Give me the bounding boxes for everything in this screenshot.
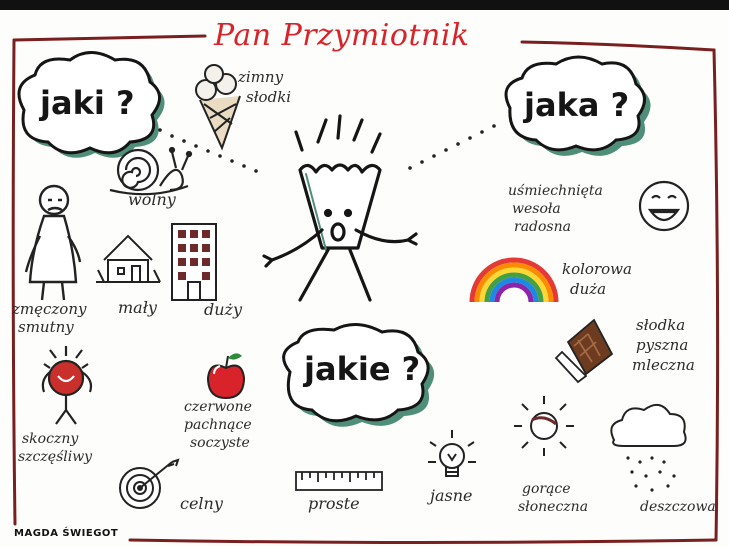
label-maly: mały — [118, 298, 157, 317]
small-house-icon — [96, 234, 161, 283]
apple-icon — [206, 353, 246, 400]
label-pachnace: pachnące — [184, 417, 252, 433]
chocolate-icon — [554, 318, 614, 384]
label-mleczna: mleczna — [632, 356, 695, 374]
ice-cream-icon — [195, 64, 241, 151]
label-pyszna: pyszna — [636, 336, 689, 354]
label-skoczny: skoczny — [22, 431, 79, 447]
label-czerwone: czerwone — [184, 399, 252, 415]
mr-adjective-figure — [262, 114, 418, 302]
label-zmeczony: zmęczony — [12, 300, 87, 318]
label-slodki: słodki — [246, 88, 292, 106]
tired-person-icon — [24, 184, 82, 301]
label-duza: duża — [570, 280, 607, 298]
poster-title: Pan Przymiotnik — [214, 18, 470, 53]
cloud-jakie — [282, 323, 435, 427]
rain-cloud-icon — [610, 403, 687, 492]
label-kolorowa: kolorowa — [562, 260, 632, 278]
label-wolny: wolny — [128, 190, 176, 209]
label-duzy: duży — [204, 300, 243, 319]
jumping-kid-icon — [41, 346, 93, 425]
label-wesola: wesoła — [512, 201, 561, 217]
label-proste: proste — [308, 494, 360, 513]
label-jasne: jasne — [430, 486, 473, 505]
label-szczesliwy: szczęśliwy — [18, 449, 93, 465]
label-sloneczna: słoneczna — [518, 499, 589, 515]
rainbow-icon — [469, 257, 559, 303]
author-signature: MAGDA ŚWIEGOT — [14, 528, 119, 539]
label-zimny: zimny — [238, 68, 284, 86]
tall-building-icon — [171, 223, 217, 301]
label-slodka: słodka — [636, 316, 686, 334]
cloud-jaki — [17, 51, 165, 158]
cloud-jaka-text: jaka ? — [524, 86, 630, 124]
cloud-jaka — [504, 55, 651, 156]
target-icon — [119, 458, 180, 509]
label-celny: celny — [180, 494, 223, 513]
label-soczyste: soczyste — [190, 435, 250, 451]
label-smutny: smutny — [18, 318, 74, 336]
cloud-jaki-text: jaki ? — [40, 84, 135, 122]
top-border-bar — [0, 0, 729, 10]
label-deszczowa: deszczowa — [640, 499, 716, 515]
sun-icon — [514, 396, 574, 456]
label-usmiechnieta: uśmiechnięta — [508, 183, 603, 199]
smiley-face-icon — [638, 180, 690, 232]
cloud-jakie-text: jakie ? — [304, 350, 421, 388]
poster-frame — [11, 34, 720, 544]
snail-icon — [109, 146, 193, 196]
label-gorace: gorące — [522, 481, 571, 497]
dotted-connectors — [158, 124, 496, 173]
ruler-icon — [295, 471, 383, 491]
light-bulb-icon — [428, 430, 476, 477]
label-radosna: radosna — [514, 219, 571, 235]
